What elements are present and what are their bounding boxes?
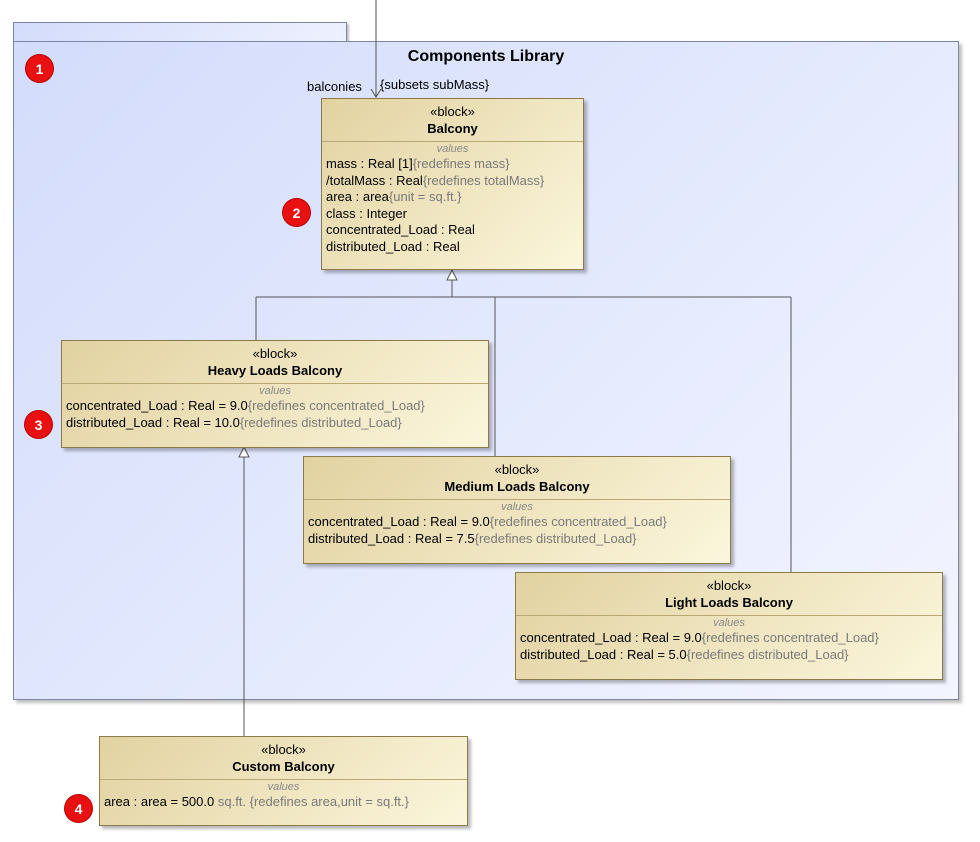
attribute-row[interactable]: class : Integer: [322, 206, 583, 223]
block-stereotype: «block»: [261, 742, 306, 757]
attr-note: {redefines concentrated_Load}: [489, 514, 667, 529]
attr-note: {redefines distributed_Load}: [474, 530, 637, 546]
attr-type: : Real [1]: [357, 156, 413, 171]
callout-badge-3: 3: [25, 411, 52, 438]
association-constraint: {subsets subMass}: [380, 77, 490, 92]
block-stereotype: «block»: [252, 346, 298, 361]
attr-name: concentrated_Load: [308, 514, 420, 529]
attr-name: area: [326, 189, 353, 204]
compartment-divider: [322, 141, 583, 142]
attr-name: distributed_Load: [520, 646, 617, 662]
block-heavy-loads-balcony[interactable]: «block» Heavy Loads Balcony values conce…: [61, 340, 489, 448]
attr-name: concentrated_Load: [326, 222, 438, 237]
attribute-row[interactable]: area : area = 500.0 sq.ft. {redefines ar…: [100, 794, 467, 811]
attr-note: {redefines totalMass}: [422, 172, 545, 188]
compartment-label: values: [259, 385, 291, 397]
compartment-label: values: [267, 781, 300, 793]
attr-name: concentrated_Load: [520, 630, 632, 645]
attr-type: : Integer: [355, 205, 407, 221]
callout-badge-1: 1: [26, 55, 53, 82]
callout-badge-2: 2: [283, 199, 310, 226]
attribute-row[interactable]: distributed_Load : Real = 10.0{redefines…: [62, 415, 488, 432]
association-end-name: balconies: [307, 79, 362, 94]
compartment-divider: [304, 499, 730, 500]
attr-type: : Real = 7.5: [404, 530, 475, 546]
block-name: Light Loads Balcony: [665, 595, 793, 610]
attribute-row[interactable]: concentrated_Load : Real: [322, 222, 583, 239]
attr-name: area: [104, 794, 131, 809]
attr-type: : Real = 10.0: [162, 414, 240, 430]
attribute-row[interactable]: distributed_Load : Real = 5.0{redefines …: [516, 647, 942, 664]
block-medium-loads-balcony[interactable]: «block» Medium Loads Balcony values conc…: [303, 456, 731, 564]
compartment-divider: [62, 383, 488, 384]
attribute-row[interactable]: area : area{unit = sq.ft.}: [322, 189, 583, 206]
compartment-label: values: [501, 501, 533, 513]
attr-type: : area = 500.0: [130, 794, 215, 809]
compartment-label: values: [436, 143, 469, 155]
attr-type: : Real = 9.0: [177, 398, 248, 413]
attr-type: : Real = 9.0: [631, 630, 702, 645]
compartment-divider: [100, 779, 467, 780]
compartment-divider: [516, 615, 942, 616]
block-name: Heavy Loads Balcony: [207, 363, 343, 378]
attribute-row[interactable]: concentrated_Load : Real = 9.0{redefines…: [62, 398, 488, 415]
block-name: Medium Loads Balcony: [444, 479, 590, 494]
attr-note: {redefines mass}: [412, 156, 510, 171]
block-stereotype: «block»: [494, 462, 540, 477]
attribute-row[interactable]: concentrated_Load : Real = 9.0{redefines…: [516, 630, 942, 647]
attribute-row[interactable]: mass : Real [1]{redefines mass}: [322, 156, 583, 173]
generalization-arrowhead-heavy: [238, 445, 250, 458]
attr-note: sq.ft. {redefines area,unit = sq.ft.}: [214, 794, 409, 809]
attr-note: {redefines concentrated_Load}: [701, 630, 879, 645]
block-name: Custom Balcony: [232, 759, 335, 774]
block-light-loads-balcony[interactable]: «block» Light Loads Balcony values conce…: [515, 572, 943, 680]
attr-type: : Real = 9.0: [419, 514, 490, 529]
generalization-arrowhead-balcony: [446, 268, 458, 281]
attr-type: : Real: [422, 238, 460, 254]
attr-note: {redefines distributed_Load}: [239, 414, 402, 430]
block-name: Balcony: [427, 121, 478, 136]
attr-name: /totalMass: [326, 172, 386, 188]
attr-note: {redefines concentrated_Load}: [247, 398, 425, 413]
callout-badge-4: 4: [65, 795, 92, 822]
attribute-row[interactable]: /totalMass : Real{redefines totalMass}: [322, 173, 583, 190]
attr-name: concentrated_Load: [66, 398, 178, 413]
block-custom-balcony[interactable]: «block» Custom Balcony values area : are…: [99, 736, 468, 826]
attr-name: distributed_Load: [308, 530, 405, 546]
compartment-label: values: [713, 617, 745, 629]
attr-name: distributed_Load: [326, 238, 423, 254]
attr-type: : Real: [437, 222, 475, 237]
attr-name: class: [326, 205, 356, 221]
block-stereotype: «block»: [430, 104, 475, 119]
attr-type: : Real: [385, 172, 423, 188]
attribute-row[interactable]: distributed_Load : Real = 7.5{redefines …: [304, 531, 730, 548]
association-arrowhead: [370, 88, 382, 98]
attr-type: : area: [352, 189, 389, 204]
block-balcony[interactable]: «block» Balcony values mass : Real [1]{r…: [321, 98, 584, 270]
attr-type: : Real = 5.0: [616, 646, 687, 662]
block-stereotype: «block»: [706, 578, 752, 593]
attr-name: mass: [326, 156, 358, 171]
attribute-row[interactable]: distributed_Load : Real: [322, 239, 583, 256]
attr-note: {unit = sq.ft.}: [388, 189, 462, 204]
attr-note: {redefines distributed_Load}: [686, 646, 849, 662]
attribute-row[interactable]: concentrated_Load : Real = 9.0{redefines…: [304, 514, 730, 531]
attr-name: distributed_Load: [66, 414, 163, 430]
package-title: Components Library: [407, 48, 565, 65]
